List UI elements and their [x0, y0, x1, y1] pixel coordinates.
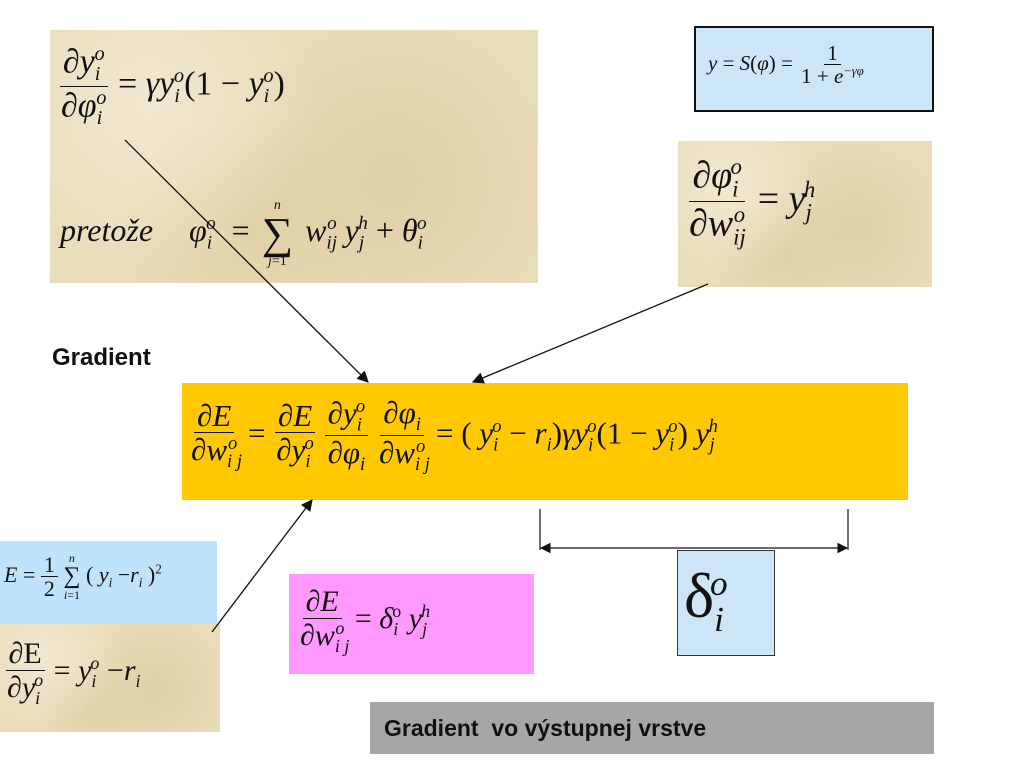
phi-derivative-box: ∂φio∂wijo = yjh	[678, 141, 932, 287]
arrow-output-derivative-to-gradient	[124, 139, 369, 383]
delta-box: δio	[677, 550, 775, 656]
delta-symbol: δio	[684, 560, 728, 639]
phi-definition-formula: pretože φio = n ∑ j=1 wijo yjh + θio	[60, 198, 427, 269]
error-derivative-formula: ∂E∂yio = yio −ri	[5, 637, 141, 708]
output-derivative-formula: ∂yio∂φio = γyio(1 − yio)	[59, 43, 285, 129]
footer-title: Gradient vo výstupnej vrstve	[384, 715, 707, 741]
error-derivative-box: ∂E∂yio = yio −ri	[0, 624, 220, 732]
arrow-phi-derivative-to-gradient	[471, 283, 709, 384]
delta-bracket	[539, 509, 849, 554]
gradient-result-formula: ∂E∂wi jo = δio yjh	[300, 585, 431, 656]
derivative-output-box: ∂yio∂φio = γyio(1 − yio) pretože φio = n…	[50, 30, 538, 283]
arrow-error-derivative-to-gradient	[211, 499, 313, 633]
phi-derivative-formula: ∂φio∂wijo = yjh	[689, 154, 816, 250]
pretoze-label: pretože	[60, 212, 154, 249]
gradient-chain-rule-box: ∂E∂wi jo = ∂E∂yio ∂yio∂φi ∂φi∂wi jo = ( …	[182, 383, 908, 500]
gradient-label: Gradient	[52, 344, 151, 371]
gradient-result-box: ∂E∂wi jo = δio yjh	[289, 574, 534, 674]
gradient-chain-rule-formula: ∂E∂wi jo = ∂E∂yio ∂yio∂φi ∂φi∂wi jo = ( …	[191, 395, 718, 476]
footer-title-box: Gradient vo výstupnej vrstve	[370, 702, 934, 754]
